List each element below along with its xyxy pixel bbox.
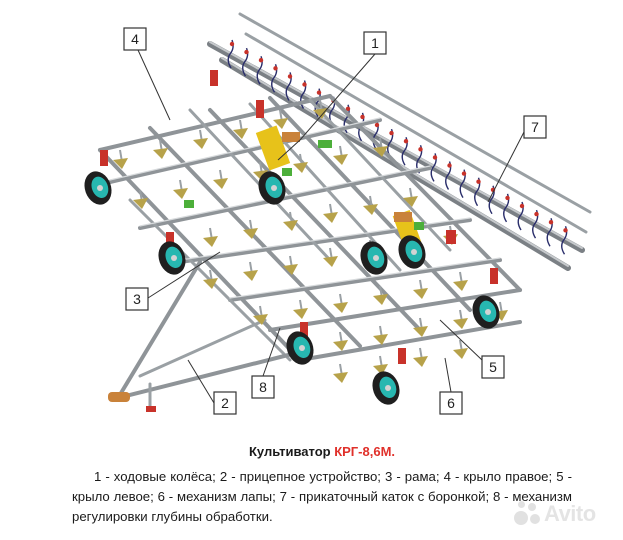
- tine: [453, 309, 468, 329]
- tine: [373, 355, 388, 375]
- tine: [283, 211, 298, 231]
- caption-title: Культиватор КРГ-8,6М.: [72, 444, 572, 459]
- tine: [323, 203, 338, 223]
- tine: [313, 99, 328, 119]
- tine: [333, 331, 348, 351]
- wheel: [84, 171, 112, 205]
- harrow-spring: [387, 128, 394, 158]
- harrow-spring: [517, 201, 525, 231]
- tine: [273, 109, 288, 129]
- avito-watermark: Avito: [514, 500, 596, 528]
- harrow-spring: [401, 136, 409, 166]
- hitch: [108, 260, 302, 412]
- harrow-spring: [285, 72, 293, 101]
- harrow-spring: [372, 120, 380, 150]
- callout-number: 7: [531, 119, 539, 135]
- tine: [363, 195, 378, 215]
- wheel: [258, 171, 286, 205]
- callouts: 1 2 3 4 5 6 7 8: [123, 27, 547, 415]
- harrow-spring: [561, 226, 568, 255]
- cultivator-diagram: 1 2 3 4 5 6 7 8: [84, 12, 592, 415]
- callout-3: 3: [125, 251, 221, 311]
- tine: [113, 149, 128, 169]
- callout-2: 2: [187, 359, 237, 415]
- caption-body: 1 - ходовые колёса; 2 - прицепное устрой…: [72, 469, 572, 524]
- tine: [243, 219, 258, 239]
- tine: [283, 255, 298, 275]
- wheel: [360, 241, 388, 275]
- harrow-spring: [445, 161, 452, 190]
- caption-model: КРГ-8,6М.: [334, 444, 396, 459]
- tine: [323, 247, 338, 267]
- callout-number: 3: [133, 291, 141, 307]
- callout-6: 6: [439, 357, 463, 415]
- avito-logo-icon: [514, 501, 540, 527]
- callout-number: 4: [131, 31, 139, 47]
- harrow-spring: [459, 169, 467, 198]
- tine: [333, 293, 348, 313]
- caption: Культиватор КРГ-8,6М. 1 - ходовые колёса…: [72, 444, 572, 527]
- callout-number: 1: [371, 35, 379, 51]
- callout-number: 5: [489, 359, 497, 375]
- avito-logo-text: Avito: [544, 501, 596, 526]
- harrow-spring: [430, 153, 438, 182]
- tine: [243, 261, 258, 281]
- tine: [293, 299, 308, 319]
- tine: [203, 227, 218, 247]
- tine: [413, 279, 428, 299]
- harrow-spring: [271, 64, 278, 93]
- wheel: [158, 241, 186, 275]
- tine: [333, 145, 348, 165]
- callout-8: 8: [251, 327, 281, 399]
- tine: [293, 153, 308, 173]
- tine: [203, 269, 218, 289]
- callout-number: 6: [447, 395, 455, 411]
- callout-number: 2: [221, 395, 229, 411]
- caption-title-prefix: Культиватор: [248, 444, 335, 459]
- tine: [253, 305, 268, 325]
- tine: [453, 339, 468, 359]
- tine: [403, 187, 418, 207]
- tine: [413, 317, 428, 337]
- harrow-spring: [474, 177, 481, 207]
- tine: [173, 179, 188, 199]
- tine: [233, 119, 248, 139]
- tine: [193, 129, 208, 149]
- tine: [453, 271, 468, 291]
- tine: [133, 189, 148, 209]
- tine: [253, 161, 268, 181]
- harrow-spring: [227, 39, 235, 69]
- tine: [333, 363, 348, 383]
- wheel: [398, 235, 426, 269]
- wheel: [472, 295, 500, 329]
- harrow-spring: [532, 209, 539, 239]
- wheel: [372, 371, 400, 405]
- transport-wheels: [84, 171, 500, 405]
- callout-5: 5: [439, 319, 505, 379]
- callout-4: 4: [123, 27, 171, 121]
- harrow-spring: [256, 55, 264, 85]
- callout-number: 8: [259, 379, 267, 395]
- tine: [213, 169, 228, 189]
- harrow-spring: [242, 47, 249, 77]
- tine: [373, 285, 388, 305]
- harrow-spring: [546, 217, 554, 247]
- callout-7: 7: [487, 115, 547, 203]
- tine: [373, 137, 388, 157]
- depth-adjusters: [100, 70, 498, 364]
- tine: [153, 139, 168, 159]
- harrow-spring: [503, 193, 510, 223]
- tine: [413, 347, 428, 367]
- callout-1: 1: [277, 31, 387, 161]
- tine: [373, 325, 388, 345]
- wheel: [286, 331, 314, 365]
